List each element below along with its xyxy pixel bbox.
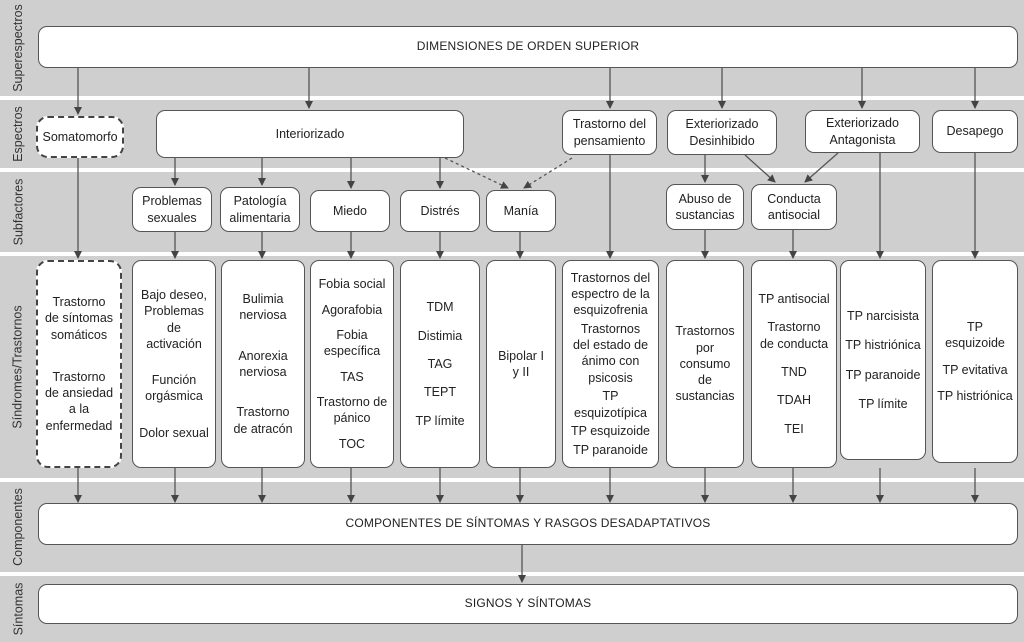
syndrome-item: Fobia específica [323,327,381,359]
syndrome-item: TP esquizoide [571,424,650,439]
syndrome-item: Trastorno de atracón [233,405,293,436]
box-distres: Distrés [400,190,480,232]
box-abuso-sustancias: Abuso de sustancias [666,184,744,230]
syndrome-item: TP histriónica [845,338,921,353]
syndrome-item: TP evitativa [942,362,1008,377]
syndrome-item: TP paranoide [845,367,921,382]
box-somatomorfo: Somatomorfo [36,116,124,158]
row-label-subfactores: Subfactores [11,178,25,246]
syndrome-item: TP antisocial [758,292,830,307]
syndrome-item: TP límite [415,413,465,428]
syndrome-item: TP esquizotípica [574,389,647,420]
syndrome-item: Trastorno de ansiedad a la enfermedad [44,369,114,433]
box-conducta-antisocial: Conducta antisocial [751,184,837,230]
box-desapego: Desapego [932,110,1018,153]
box-trastorno-pensamiento: Trastorno del pensamiento [562,110,657,155]
box-componentes: COMPONENTES DE SÍNTOMAS Y RASGOS DESADAP… [38,503,1018,545]
syndrome-item: Trastornos del espectro de la esquizofre… [570,270,651,318]
box-problemas-sexuales: Problemas sexuales [132,187,212,232]
row-label-sindromes: Síndromes/Trastornos [11,305,26,429]
syndrome-item: Trastorno de pánico [316,394,388,426]
syndrome-item: Trastornos por consumo de sustancias [675,324,735,404]
row-label-componentes: Componentes [11,488,26,566]
syndrome-item: TDAH [776,393,812,408]
syndrome-item: TAS [340,369,364,384]
syndrome-item: Bajo deseo, Problemas de activación [140,288,208,351]
box-exteriorizado-desinhibido: Exteriorizado Desinhibido [667,110,777,155]
box-dimensiones-orden-superior: DIMENSIONES DE ORDEN SUPERIOR [38,26,1018,68]
syndrome-item: Bipolar I y II [498,348,544,379]
syndrome-item: Trastorno de conducta [759,320,829,351]
syndromes-pensamiento: Trastornos del espectro de la esquizofre… [562,260,659,468]
syndrome-item: Fobia social [318,277,386,292]
syndromes-desapego: TP esquizoide TP evitativa TP histriónica [932,260,1018,463]
syndrome-item: Bulimia nerviosa [239,292,287,323]
syndrome-item: TP paranoide [573,443,648,458]
syndromes-abuso: Trastornos por consumo de sustancias [666,260,744,468]
box-patologia-alimentaria: Patología alimentaria [220,187,300,232]
syndrome-item: TDM [426,300,454,315]
row-label-sintomas: Síntomas [11,582,25,636]
syndrome-item: TP histriónica [937,388,1013,403]
syndrome-item: TP narcisista [846,309,919,323]
box-miedo: Miedo [310,190,390,232]
syndrome-item: Dolor sexual [139,425,209,440]
box-exteriorizado-antagonista: Exteriorizado Antagonista [805,110,920,153]
box-signos-sintomas: SIGNOS Y SÍNTOMAS [38,584,1018,624]
syndrome-item: TP esquizoide [945,320,1005,351]
syndrome-item: TOC [338,436,366,451]
syndrome-item: Anorexia nerviosa [238,348,288,379]
syndrome-item: Trastorno de síntomas somáticos [44,295,114,342]
syndrome-item: Trastornos del estado de ánimo con psico… [572,321,649,385]
syndrome-item: TEI [784,421,804,436]
syndrome-item: TEPT [424,385,456,400]
syndromes-mania: Bipolar I y II [486,260,556,468]
box-mania: Manía [486,190,556,232]
syndrome-item: Distimia [417,328,463,343]
syndrome-item: TAG [427,356,453,371]
row-label-espectros: Espectros [11,106,25,162]
syndrome-item: Función orgásmica [145,373,203,404]
syndrome-item: TP límite [858,396,908,411]
box-interiorizado: Interiorizado [156,110,464,158]
row-label-superespectros: Superespectros [11,4,25,92]
syndrome-item: TND [781,364,807,379]
syndrome-item: Agorafobia [321,302,383,317]
